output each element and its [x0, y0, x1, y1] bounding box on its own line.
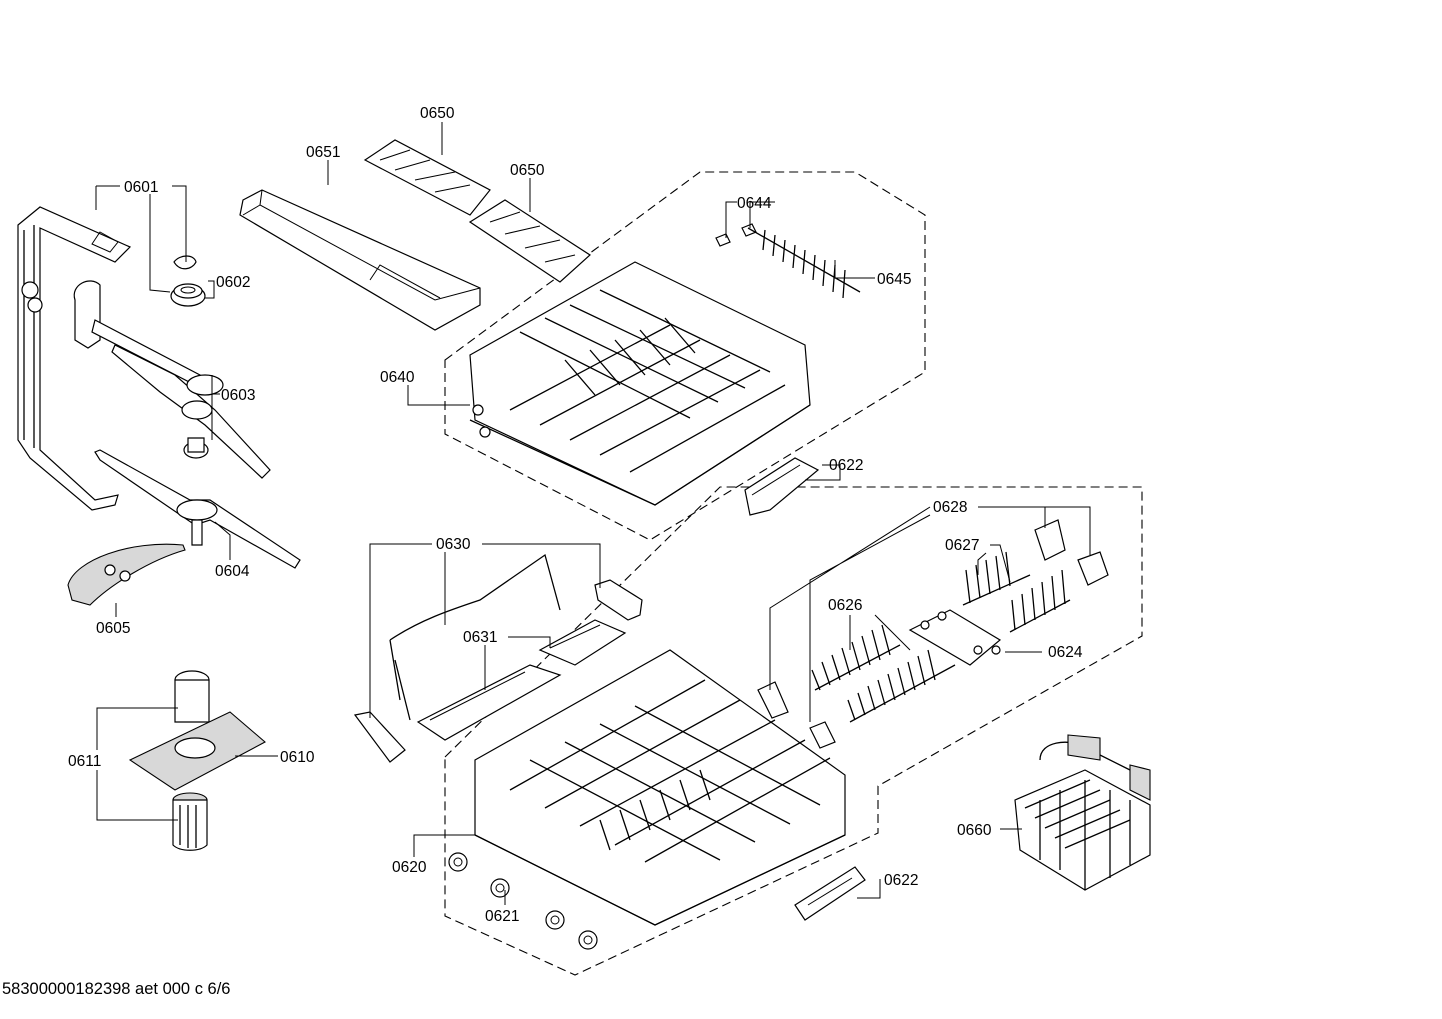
clip-part	[715, 223, 757, 247]
part-label-0645: 0645	[877, 271, 911, 288]
filter-cover-part	[67, 543, 186, 606]
part-label-0624: 0624	[1048, 644, 1083, 661]
tine-holder-part	[757, 519, 1109, 749]
clip-part-lower	[908, 609, 1002, 666]
cutlery-basket-part	[1014, 734, 1151, 891]
cutlery-insert-part-1	[363, 139, 491, 216]
basket-wheel-part	[448, 852, 598, 950]
leader-lines	[95, 122, 1091, 905]
part-label-0660: 0660	[957, 822, 992, 839]
lower-basket-part	[474, 649, 846, 926]
knife-rack-part	[416, 619, 627, 741]
basket-rail-part	[353, 553, 643, 763]
part-label-0628: 0628	[933, 499, 967, 516]
supply-pipe-part	[17, 206, 132, 511]
check-valve-part	[170, 255, 206, 307]
cutlery-insert-part-2	[468, 199, 591, 283]
part-label-0631: 0631	[463, 629, 497, 646]
part-label-0601: 0601	[124, 179, 158, 196]
tine-row-part-1	[811, 624, 901, 691]
document-footer-id: 58300000182398 aet 000 c 6/6	[2, 980, 231, 998]
part-label-0622-upper: 0622	[829, 457, 863, 474]
folding-rack-part	[747, 227, 861, 299]
part-label-0650a: 0650	[420, 105, 455, 122]
part-label-0611: 0611	[68, 753, 101, 770]
upper-spray-arm-part	[73, 280, 271, 479]
basket-handle-part-lower	[794, 866, 866, 921]
part-label-0605: 0605	[96, 620, 130, 637]
part-label-0602: 0602	[216, 274, 250, 291]
part-label-0603: 0603	[221, 387, 255, 404]
lower-spray-arm-part	[94, 449, 301, 569]
part-label-0644: 0644	[737, 195, 772, 212]
cutlery-drawer-part	[239, 189, 481, 331]
part-label-0650b: 0650	[510, 162, 545, 179]
upper-basket-part	[469, 261, 811, 506]
tine-row-part-3	[962, 551, 1031, 606]
part-label-0630: 0630	[436, 536, 471, 553]
part-label-0610: 0610	[280, 749, 315, 766]
tine-row-part-2	[847, 649, 956, 723]
part-label-0651: 0651	[306, 144, 340, 161]
lower-basket-group-outline	[444, 486, 1143, 976]
part-label-0620: 0620	[392, 859, 427, 876]
part-label-0640: 0640	[380, 369, 415, 386]
part-label-0627: 0627	[945, 537, 979, 554]
part-label-0604: 0604	[215, 563, 250, 580]
part-label-0622-lower: 0622	[884, 872, 918, 889]
part-label-0621: 0621	[485, 908, 519, 925]
tine-row-part-4	[1009, 569, 1071, 633]
basket-handle-part-upper	[744, 457, 820, 516]
part-label-0626: 0626	[828, 597, 862, 614]
filter-assembly-part	[128, 670, 266, 851]
upper-basket-group-outline	[444, 171, 926, 541]
